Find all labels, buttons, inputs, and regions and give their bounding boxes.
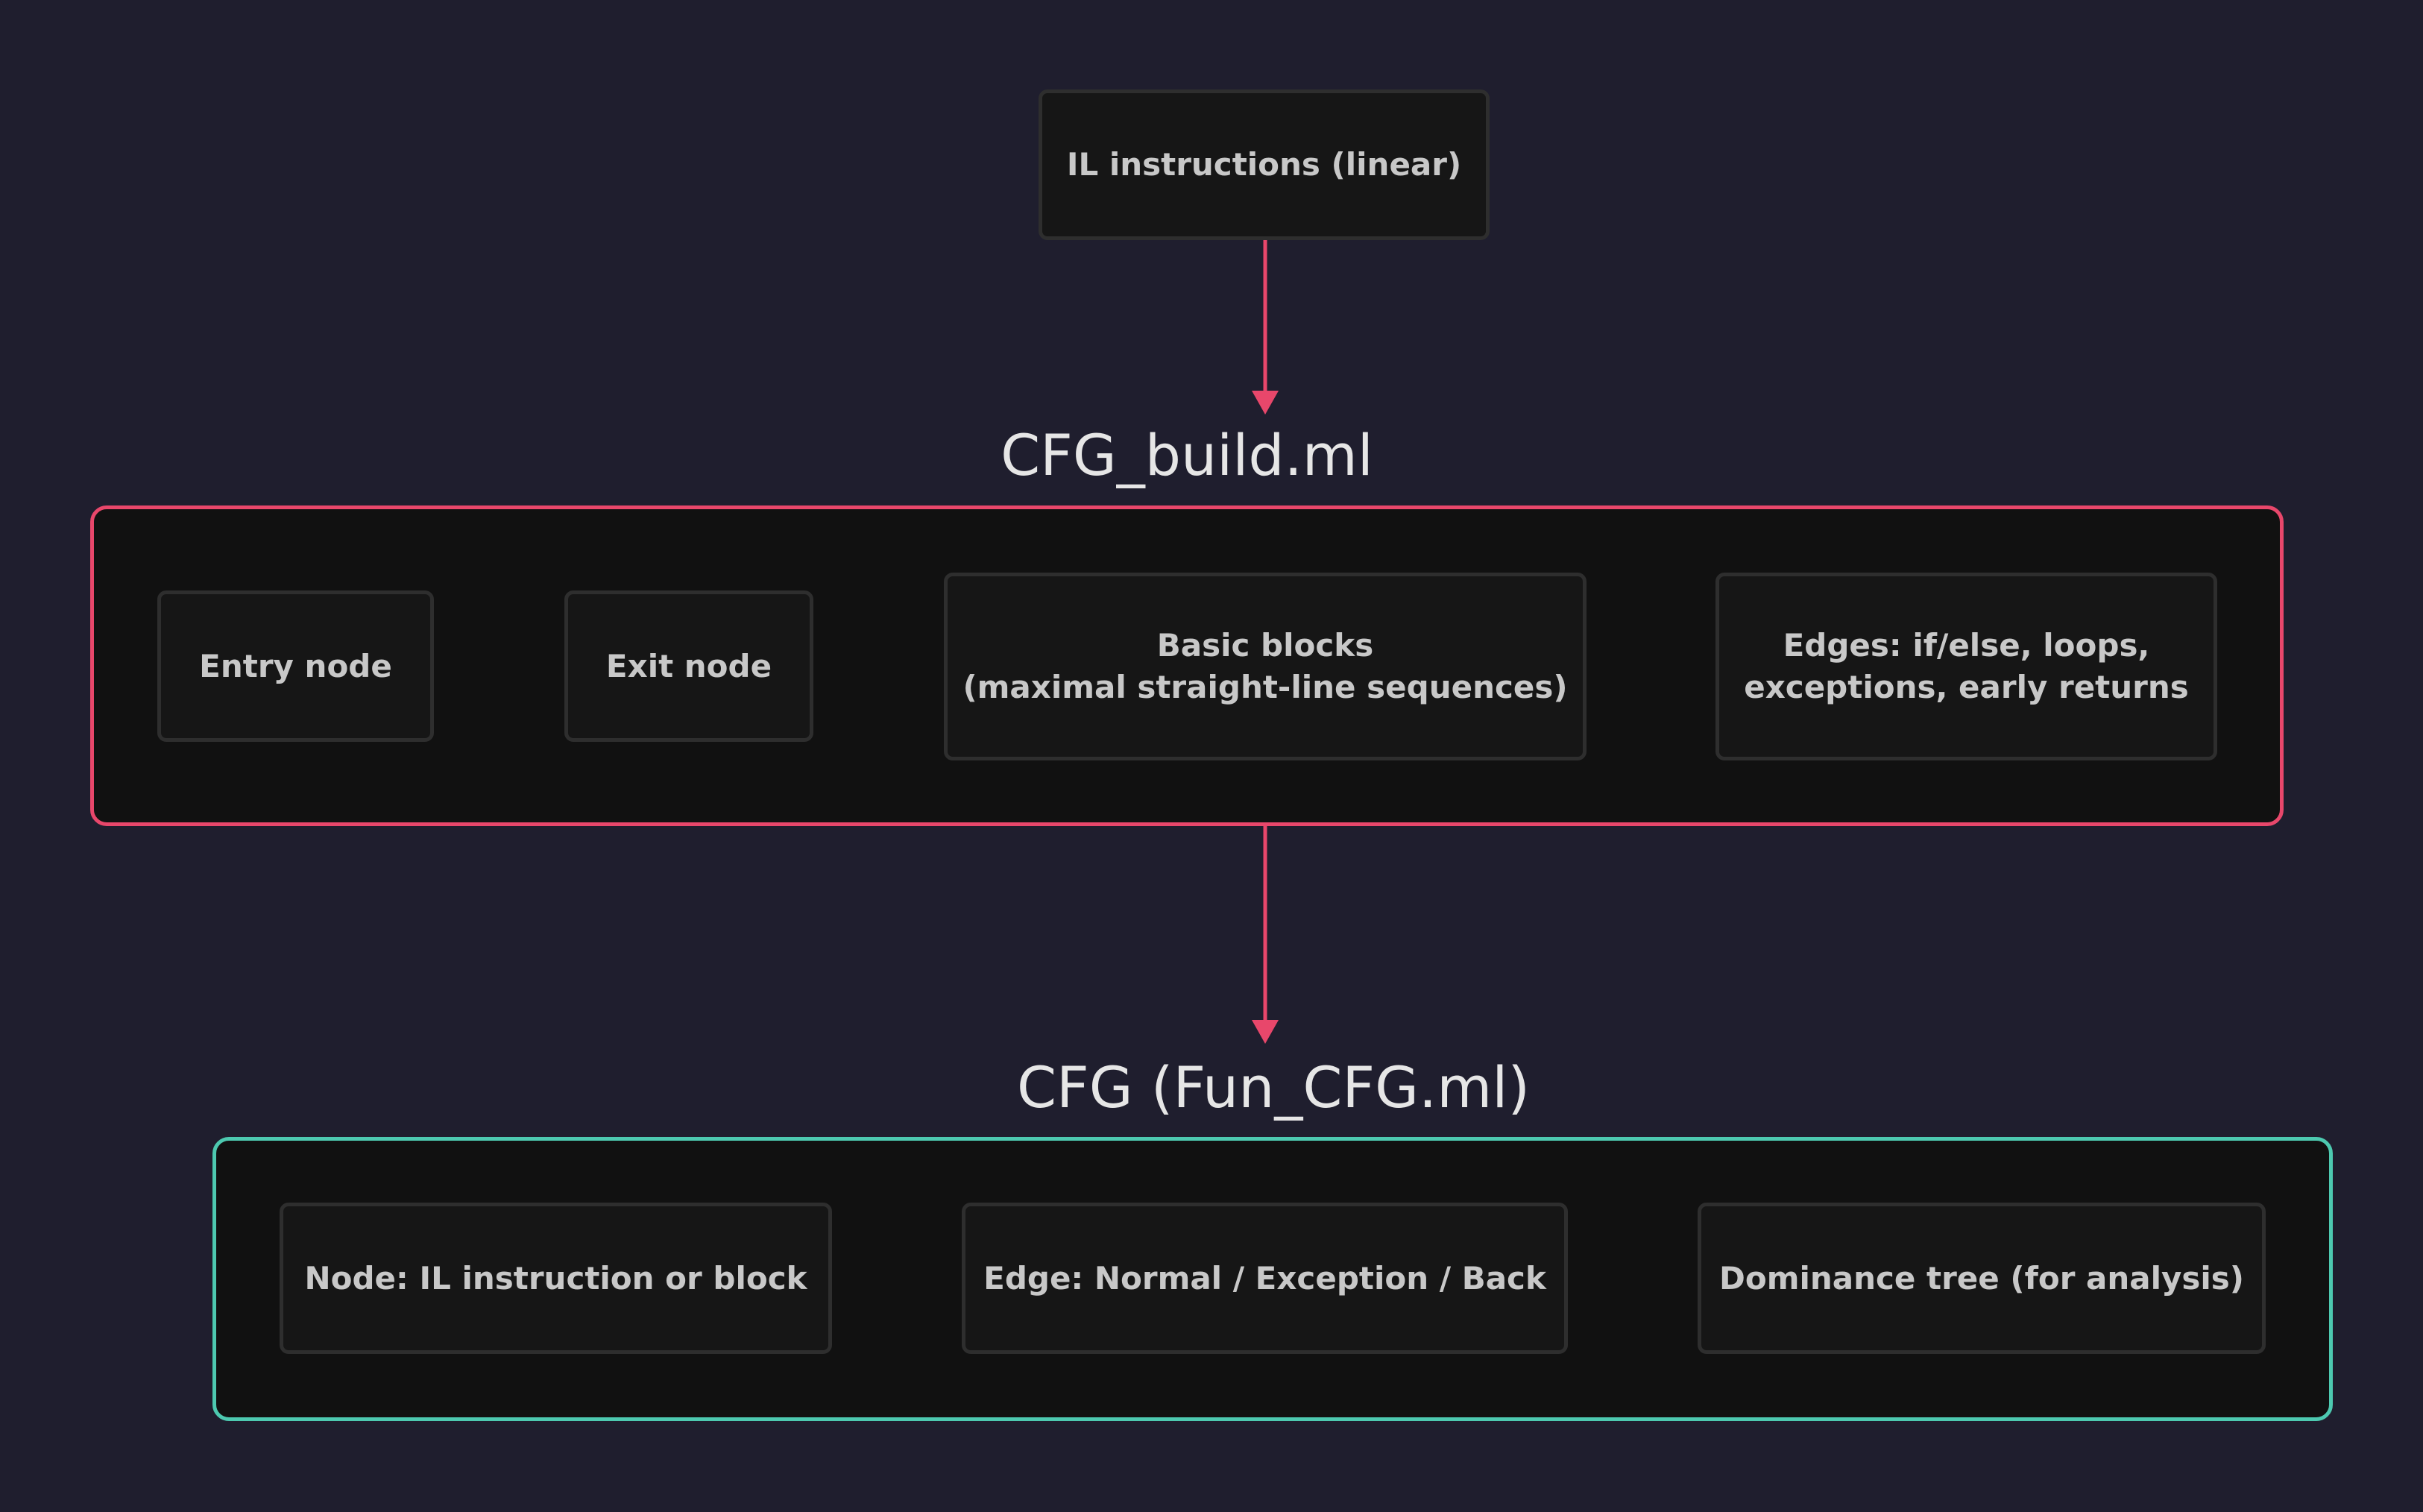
exit-node-label: Exit node xyxy=(605,647,772,684)
dominance-tree-label: Dominance tree (for analysis) xyxy=(1718,1259,2244,1297)
entry-node: Entry node xyxy=(157,590,434,742)
cfg-build-title: CFG_build.ml xyxy=(1001,422,1373,488)
il-instructions-node: IL instructions (linear) xyxy=(1039,89,1490,240)
edge-kinds-label: Edge: Normal / Exception / Back xyxy=(983,1259,1546,1297)
edges-label: Edges: if/else, loops, exceptions, early… xyxy=(1744,627,2189,705)
edge-kinds-node: Edge: Normal / Exception / Back xyxy=(962,1203,1568,1354)
arrowhead-input-to-build xyxy=(1252,391,1279,415)
node-il-instruction-label: Node: IL instruction or block xyxy=(304,1259,807,1297)
dominance-tree-node: Dominance tree (for analysis) xyxy=(1698,1203,2266,1354)
exit-node: Exit node xyxy=(564,590,813,742)
arrowhead-build-to-cfg xyxy=(1252,1020,1279,1044)
cfg-fun-title: CFG (Fun_CFG.ml) xyxy=(1016,1054,1530,1121)
basic-blocks-label: Basic blocks (maximal straight-line sequ… xyxy=(962,627,1568,705)
entry-node-label: Entry node xyxy=(199,647,392,684)
basic-blocks-node: Basic blocks (maximal straight-line sequ… xyxy=(944,573,1587,760)
node-il-instruction-node: Node: IL instruction or block xyxy=(280,1203,832,1354)
edges-node: Edges: if/else, loops, exceptions, early… xyxy=(1715,573,2217,760)
il-instructions-label: IL instructions (linear) xyxy=(1066,146,1462,183)
